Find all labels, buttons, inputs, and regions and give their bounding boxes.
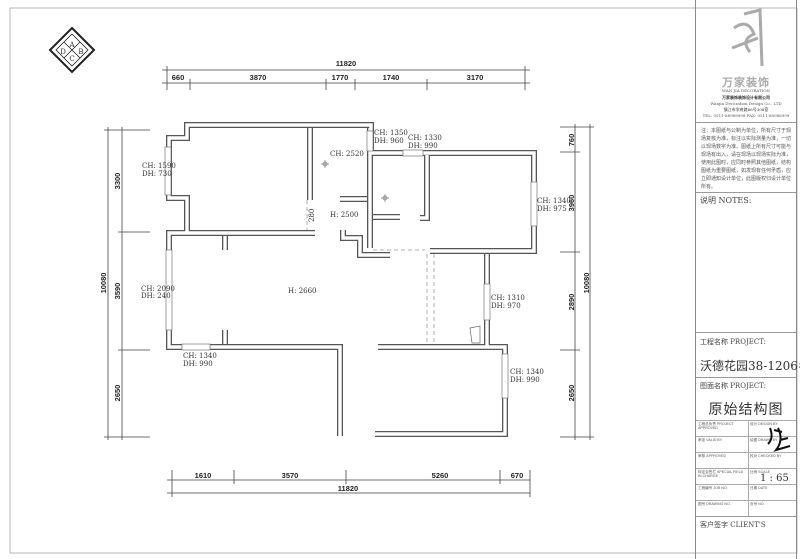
- flue-shaft: [469, 325, 481, 344]
- drawing-label: 图面名称 PROJECT:: [700, 382, 766, 390]
- beam-line: [426, 254, 435, 345]
- dimension-label: CH: 2090: [141, 285, 175, 293]
- dimension-label: DH: 990: [510, 376, 540, 384]
- title-block-cell: 比例 SCALE: [750, 470, 770, 474]
- dimension-label: DH: 975: [537, 205, 567, 213]
- title-block-cell: 审核 APPROVED: [698, 454, 727, 458]
- title-block-cell: 工程总负责 PROJECT APPROVED: [698, 422, 734, 431]
- dimension-label: 11820: [338, 484, 358, 493]
- dimension-label: CH: 2520: [330, 150, 364, 158]
- dimension-label: DH: 990: [408, 142, 438, 150]
- walls-inner: [167, 123, 536, 438]
- dimension-label: 10080: [99, 273, 108, 294]
- window-living-bottom: [181, 343, 211, 351]
- dimension-label: 3170: [467, 73, 484, 82]
- window-right-bedroom: [530, 181, 538, 227]
- company-name: 万家装饰装饰设计有限公司: [722, 95, 770, 100]
- dimension-label: DH: 970: [491, 302, 521, 310]
- title-block-cell: 校对 CHECKED BY: [750, 454, 782, 458]
- window-kitchen: [483, 283, 491, 321]
- notes-text: 注：本图纸与公制为单位，所有尺寸于现场复核为准，标注以实际测量为准，一切以现场数…: [696, 122, 796, 192]
- window-bath: [366, 130, 374, 152]
- dimension-label: 2650: [113, 385, 122, 402]
- title-block-cell: 特定会签栏 SPECIAL FIELD IN CHARGE: [698, 470, 744, 479]
- logo-icon: [714, 8, 780, 70]
- notes-label: 说明 NOTES:: [696, 192, 796, 332]
- dimension-label: 3590: [113, 283, 122, 300]
- dimension-label: 280: [308, 209, 316, 222]
- logo-en: WAN JIA DECORATION: [721, 88, 771, 93]
- dimension-label: 1770: [332, 73, 349, 82]
- dimension-label: CH: 1350: [374, 129, 408, 137]
- dimension-label: 3570: [282, 471, 299, 480]
- title-block-cell: 绘图 DRAWN BY: [750, 438, 778, 442]
- window-br-room: [501, 353, 509, 399]
- title-block-cell: 设计 DESIGN BY: [750, 422, 778, 426]
- company-tel: TEL: 0511-88988998 FAX: 0511-88988999: [702, 113, 790, 118]
- compass-d: D: [60, 48, 66, 56]
- title-block-cell: 审定 VALID BY: [698, 438, 723, 442]
- logo-brand: 万家装饰: [722, 76, 770, 89]
- dimension-top: 11820 660 3870 1770 1740 3170: [162, 59, 530, 90]
- dimension-label: 670: [511, 471, 524, 480]
- drawing-frame: [9, 7, 798, 554]
- dimension-label: H: 2660: [288, 287, 317, 295]
- dimension-label: DH: 990: [183, 360, 213, 368]
- dimension-label: 1610: [195, 471, 212, 480]
- dimension-label: CH: 1310: [491, 294, 525, 302]
- project-label: 工程名称 PROJECT:: [700, 338, 766, 346]
- compass-b: B: [78, 48, 83, 56]
- project-section: 工程名称 PROJECT: 沃德花园38-1206#: [696, 332, 800, 377]
- dimension-label: CH: 1590: [142, 162, 176, 170]
- compass-a: A: [68, 41, 75, 49]
- dimension-label: DH: 960: [374, 137, 404, 145]
- dimension-label: 10080: [582, 273, 591, 294]
- dimension-label: 760: [567, 134, 576, 147]
- dimension-label: DH: 730: [142, 170, 172, 178]
- dimension-label: CH: 1330: [408, 134, 442, 142]
- dimension-right: 760 3960 2890 2650 10080: [560, 124, 594, 440]
- dimension-label: H: 2500: [330, 211, 359, 219]
- dimension-label: CH: 1340: [510, 368, 544, 376]
- window-left-bedroom: [164, 146, 172, 196]
- dimension-label: 660: [172, 73, 185, 82]
- dimension-label: 5260: [432, 471, 449, 480]
- dimension-label: CH: 1340: [537, 197, 571, 205]
- approval-table: 工程总负责 PROJECT APPROVED 设计 DESIGN BY 审定 VA…: [696, 420, 796, 516]
- light-icon: [321, 160, 389, 202]
- compass-icon: A B C D: [48, 26, 96, 74]
- title-block-cell: 工程编号 JOB NO.: [698, 486, 728, 490]
- project-name: 沃德花园38-1206#: [700, 359, 800, 373]
- dimension-label: DH: 240: [141, 292, 171, 300]
- drawing-name: 原始结构图: [708, 402, 784, 418]
- window-living-left: [165, 249, 173, 331]
- dimension-label: 3960: [567, 195, 576, 212]
- scale-value: 1 : 65: [760, 473, 789, 484]
- title-block-cell: 图号 DRAWING NO.: [698, 502, 731, 506]
- dimension-label: CH: 1340: [183, 352, 217, 360]
- company-sub: Wanjia Decoration Design Co., LTD: [710, 101, 782, 106]
- dimension-label: 2650: [567, 385, 576, 402]
- title-block: 万家装饰 WAN JIA DECORATION 万家装饰装饰设计有限公司 Wan…: [695, 0, 800, 559]
- company-address: 镇江市学府路66号308室: [723, 107, 769, 112]
- dimension-label: 11820: [336, 59, 356, 68]
- signature-icon: [767, 427, 791, 452]
- client-signature-label: 客户签字 CLIENT'S: [696, 516, 796, 559]
- dimension-bottom: 1610 3570 5260 670 11820: [167, 470, 531, 497]
- window-toilet: [402, 149, 424, 157]
- dimension-label: 2890: [567, 294, 576, 311]
- dimension-label: 3300: [113, 173, 122, 190]
- dimension-label: 1740: [383, 73, 400, 82]
- title-block-cell: 日期 DATE: [750, 486, 768, 490]
- title-block-cell: 页号 NO.: [750, 502, 765, 506]
- dimension-left: 3300 3590 2650 10080: [99, 127, 150, 440]
- drawing-section: 图面名称 PROJECT: 原始结构图: [696, 377, 796, 420]
- dimension-label: 3870: [250, 73, 267, 82]
- walls-outline: [169, 125, 534, 436]
- compass-c: C: [69, 55, 74, 63]
